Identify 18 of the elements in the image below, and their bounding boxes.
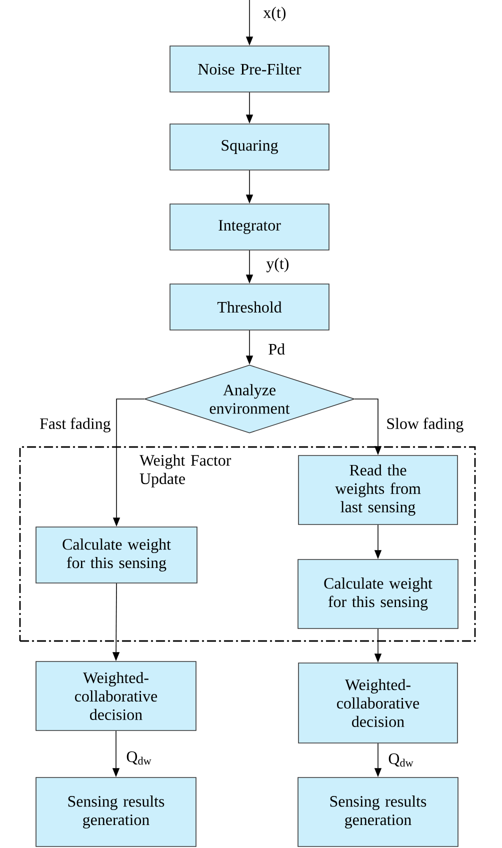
process-box: Weighted-collaborative decision [298,662,458,744]
edge-label: Q$_{dw}$ [388,753,414,767]
edge-label: x(t) [263,6,286,22]
process-box: Sensing results generation [36,777,196,847]
process-box: Read the weights from last sensing [298,455,458,525]
process-box: Sensing results generation [298,777,458,847]
edge-label: y(t) [266,258,289,272]
edge-label: Slow fading [387,418,464,432]
edge-label: Pd [268,343,285,355]
process-box: Noise Pre-Filter [170,46,330,92]
process-box: Squaring [170,124,330,170]
process-box: Calculate weight for this sensing [298,559,458,629]
process-box: Calculate weight for this sensing [36,526,198,584]
edge-label: Fast fading [40,418,110,432]
process-box: Integrator [170,204,330,250]
process-box: Weighted-collaborative decision [36,661,196,731]
process-box: Threshold [170,284,330,330]
edge-label: Q$_{dw}$ [126,751,152,765]
